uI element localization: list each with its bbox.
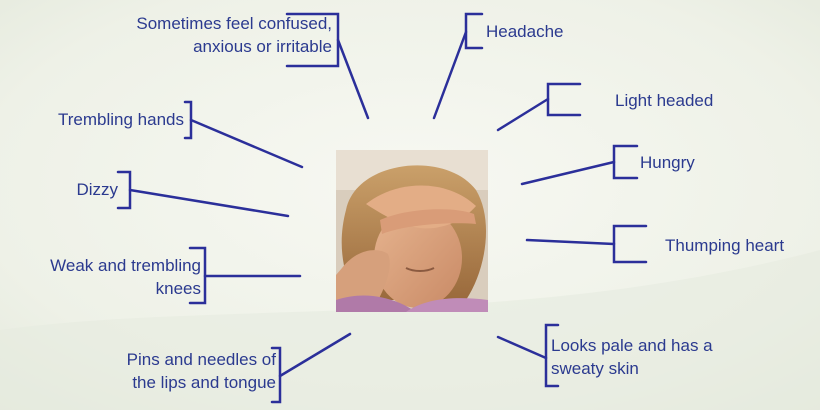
label-dizzy: Dizzy xyxy=(76,178,118,201)
label-weak-knees-line2: knees xyxy=(50,277,201,300)
label-pins-needles-line2: the lips and tongue xyxy=(127,371,276,394)
label-weak-knees: Weak and trembling knees xyxy=(50,254,201,300)
label-pins-needles: Pins and needles of the lips and tongue xyxy=(127,348,276,394)
label-weak-knees-line1: Weak and trembling xyxy=(50,254,201,277)
label-pale-line2: sweaty skin xyxy=(551,357,713,380)
label-hungry: Hungry xyxy=(640,151,695,174)
label-confused: Sometimes feel confused, anxious or irri… xyxy=(136,12,332,58)
label-pale-line1: Looks pale and has a xyxy=(551,334,713,357)
label-thumping-heart: Thumping heart xyxy=(665,234,784,257)
label-pins-needles-line1: Pins and needles of xyxy=(127,348,276,371)
label-headache: Headache xyxy=(486,20,564,43)
label-trembling-hands: Trembling hands xyxy=(58,108,184,131)
label-confused-line1: Sometimes feel confused, xyxy=(136,12,332,35)
label-light-headed: Light headed xyxy=(615,89,713,112)
label-pale: Looks pale and has a sweaty skin xyxy=(551,334,713,380)
label-confused-line2: anxious or irritable xyxy=(136,35,332,58)
woman-holding-head-photo xyxy=(336,150,488,312)
